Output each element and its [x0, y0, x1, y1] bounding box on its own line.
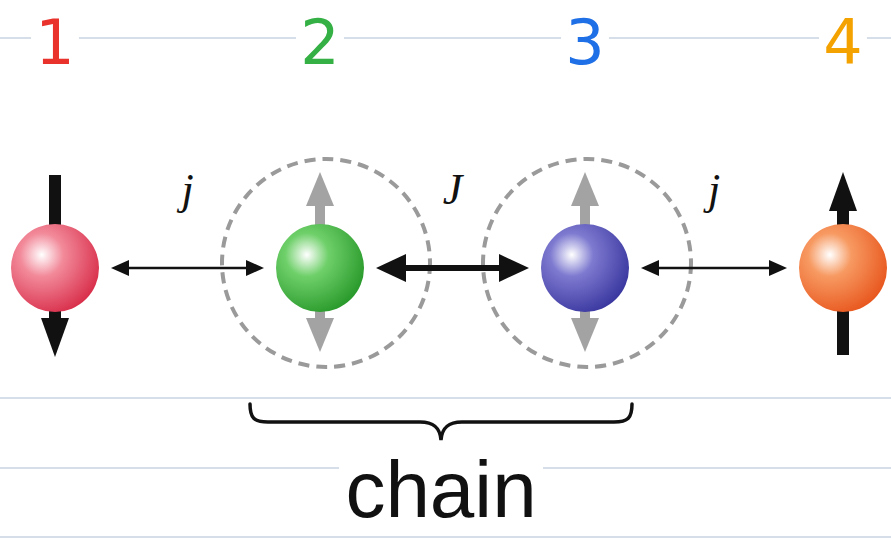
- spin-site: 1: [7, 12, 103, 313]
- spin-site: 3: [537, 12, 633, 313]
- coupling-arrow: [125, 267, 250, 270]
- site-number: 2: [296, 12, 343, 74]
- spin-sphere: [10, 223, 100, 313]
- paper-lines: [0, 38, 891, 537]
- spin-sphere: [275, 223, 365, 313]
- site-number: 3: [561, 12, 608, 74]
- spin-site: 4: [795, 12, 891, 313]
- bracket: [250, 404, 632, 440]
- spin-sphere: [798, 223, 888, 313]
- coupling-arrow: [655, 267, 773, 270]
- dashed-circle: [222, 159, 691, 367]
- site-number: 4: [819, 12, 866, 74]
- site-number: 1: [31, 12, 78, 74]
- spin-sphere: [540, 223, 630, 313]
- coupling-label: J: [440, 168, 466, 212]
- bracket-label: chain: [339, 450, 542, 530]
- coupling-label: j: [178, 168, 196, 212]
- spin-site: 2: [272, 12, 368, 313]
- coupling-label: j: [705, 168, 723, 212]
- coupling-arrow: [402, 265, 503, 271]
